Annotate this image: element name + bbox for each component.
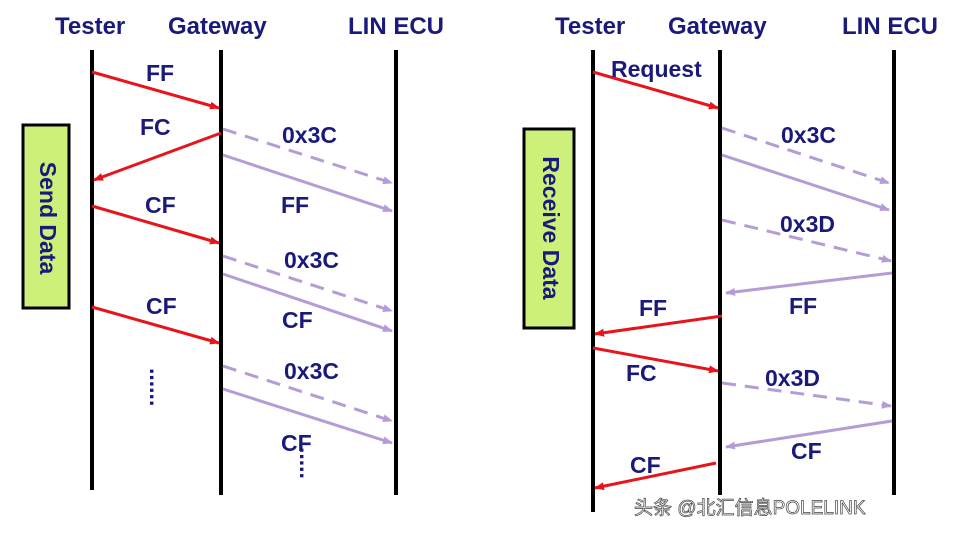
arrow-cf-gateway-to-tester [594,461,717,491]
label-cf-tester: CF [630,452,661,478]
label-fc: FC [140,114,171,140]
label-0x3d-2: 0x3D [765,365,820,391]
arrow-0x3c-2 [222,254,393,313]
label-cf-2: CF [146,293,177,319]
label-request: Request [611,56,702,82]
arrow-0x3c-1 [222,127,393,185]
label-0x3c: 0x3C [781,122,836,148]
arrow-cf1-tester-to-gateway [91,204,220,245]
arrow-ff-gateway-to-tester [594,314,723,337]
arrow-cf-lin-to-gateway [725,419,893,450]
label-ff-tester: FF [639,295,667,321]
arrow-ff-gateway-to-lin [222,153,393,213]
label-0x3c-1: 0x3C [282,122,337,148]
arrow-cf-gateway-to-lin-1 [222,272,393,333]
arrow-fc-gateway-to-tester [93,131,222,182]
right-header-lin-ecu: LIN ECU [842,13,938,40]
label-cf-1: CF [145,192,176,218]
right-header-tester: Tester [555,13,625,40]
arrow-0x3c-3 [222,364,393,423]
arrow-0x3d-2 [721,381,892,409]
left-header-gateway: Gateway [168,13,267,40]
receive-data-diagram: Tester Gateway LIN ECU Receive Data Requ… [522,13,938,512]
ellipsis-dots-lin: ..... [295,447,321,479]
send-data-diagram: Tester Gateway LIN ECU Send Data FF FC 0… [21,13,444,495]
label-ff-lin: FF [281,192,309,218]
label-cf-lin: CF [791,438,822,464]
arrow-0x3c-request [721,126,890,185]
label-ff: FF [146,60,174,86]
send-data-box [21,123,71,310]
label-0x3d-1: 0x3D [780,211,835,237]
watermark-text: 头条 @北汇信息POLELINK [634,497,866,519]
send-data-label: Send Data [35,162,61,275]
label-fc: FC [626,360,657,386]
arrow-fc-tester-to-gateway [592,346,719,374]
right-header-gateway: Gateway [668,13,767,40]
arrow-ff-lin-to-gateway [725,271,893,296]
arrow-cf2-tester-to-gateway [91,305,220,345]
left-header-tester: Tester [55,13,125,40]
receive-data-label: Receive Data [538,156,564,299]
label-0x3c-3: 0x3C [284,358,339,384]
arrow-request-tester-to-gateway [592,70,719,110]
ellipsis-dots-tester: ...... [145,368,171,406]
label-ff-lin: FF [789,293,817,319]
arrow-request-gateway-to-lin [721,153,890,212]
label-cf-lin-2: CF [281,430,312,456]
arrow-cf-gateway-to-lin-2 [222,387,393,445]
arrow-0x3d-1 [721,218,892,263]
left-header-lin-ecu: LIN ECU [348,13,444,40]
arrow-ff-tester-to-gateway [91,70,220,110]
label-cf-lin-1: CF [282,307,313,333]
label-0x3c-2: 0x3C [284,247,339,273]
receive-data-box [522,127,576,330]
